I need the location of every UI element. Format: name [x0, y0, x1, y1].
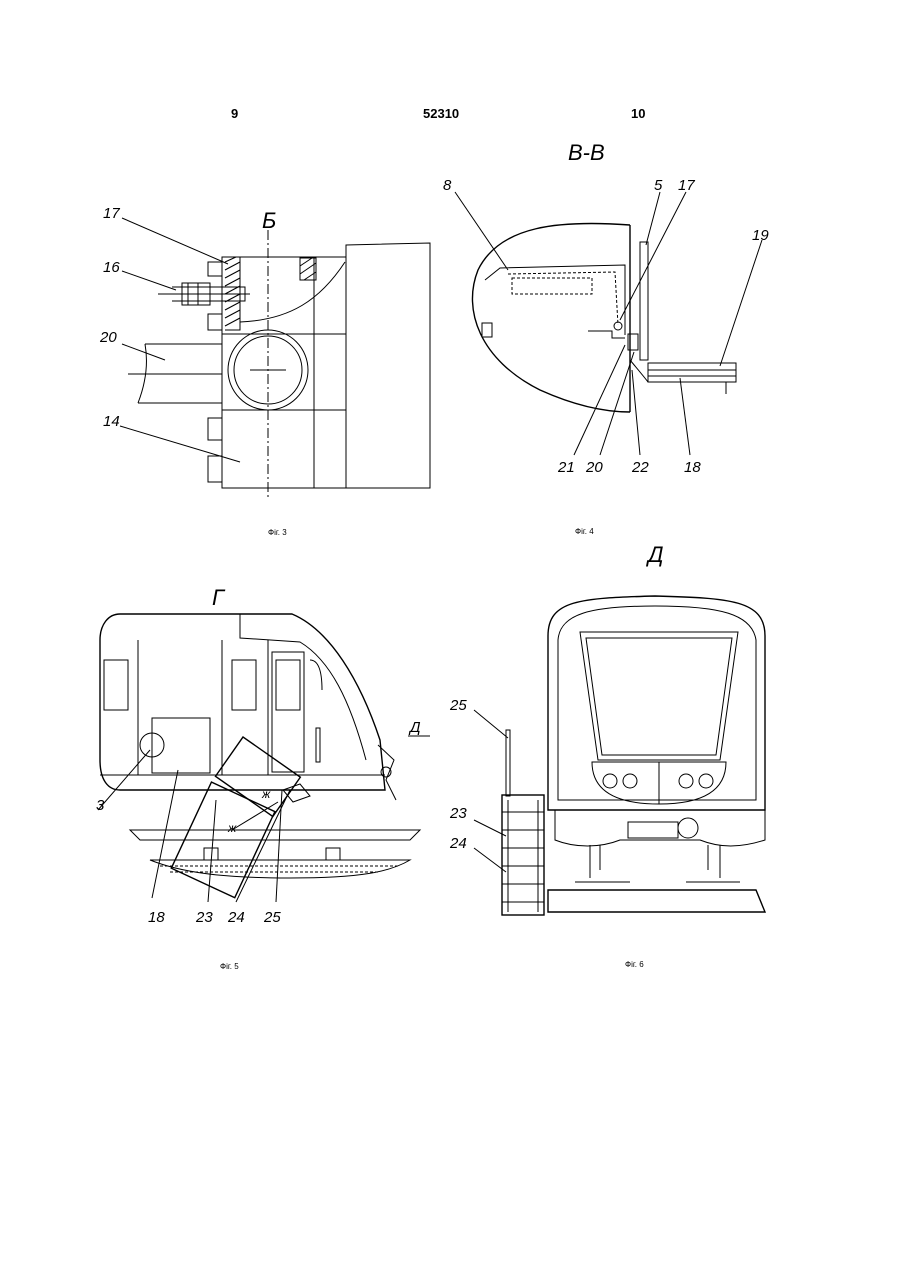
fig3-caption: Фіг. 3: [268, 528, 287, 537]
fig6-label-24: 24: [449, 835, 467, 852]
fig3-label-17: 17: [103, 205, 120, 222]
fig5-arrow-label: Д: [408, 719, 421, 736]
fig6-label-23: 23: [449, 805, 467, 822]
fig3-label-20: 20: [99, 329, 117, 346]
fig5-dimension-mark-2: ж: [261, 787, 271, 801]
fig4-label-20: 20: [585, 459, 603, 476]
fig4-view-label: В-В: [568, 140, 605, 165]
fig6-caption: Фіг. 6: [625, 960, 644, 969]
figure-3-drawing: 17 16 20 14 Б: [99, 205, 430, 500]
fig5-label-3: 3: [96, 797, 105, 814]
fig3-label-14: 14: [103, 413, 120, 430]
fig4-label-18: 18: [684, 459, 701, 476]
fig4-label-19: 19: [752, 227, 769, 244]
fig5-label-25: 25: [263, 909, 281, 926]
fig4-label-8: 8: [443, 177, 452, 194]
fig5-label-23: 23: [195, 909, 213, 926]
figure-6-drawing: 25 23 24 Д: [449, 542, 765, 915]
figure-5-drawing: Д ж ж 3 18 23 24 25 Г: [96, 585, 430, 926]
fig5-label-24: 24: [227, 909, 245, 926]
fig4-label-22: 22: [631, 459, 649, 476]
figure-4-drawing: 8 5 17 19 21 20 22 18 В-В: [443, 140, 769, 476]
fig5-dimension-mark-1: ж: [227, 821, 237, 835]
fig3-label-16: 16: [103, 259, 120, 276]
fig6-label-25: 25: [449, 697, 467, 714]
fig5-view-label: Г: [212, 585, 226, 610]
fig4-caption: Фіг. 4: [575, 527, 594, 536]
fig6-view-label: Д: [645, 542, 664, 567]
fig5-caption: Фіг. 5: [220, 962, 239, 971]
fig3-view-label: Б: [262, 208, 276, 233]
fig4-label-5: 5: [654, 177, 663, 194]
fig5-label-18: 18: [148, 909, 165, 926]
fig4-label-21: 21: [557, 459, 575, 476]
fig4-label-17: 17: [678, 177, 695, 194]
